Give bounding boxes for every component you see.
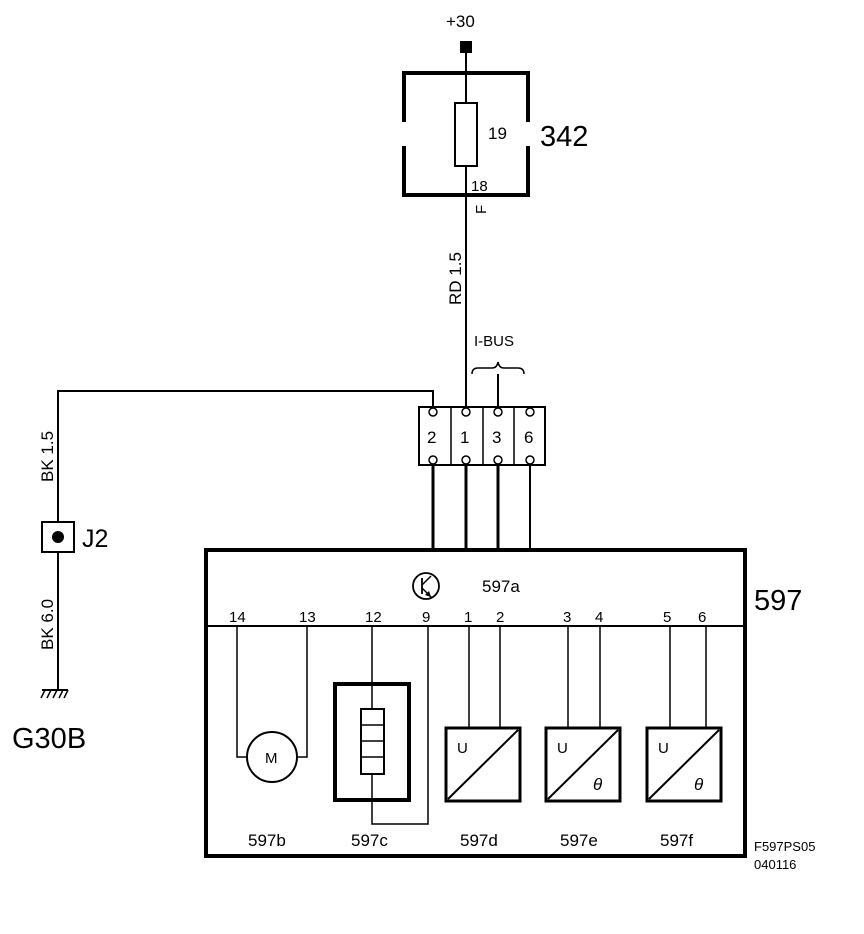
figure-code: F597PS05 [754,839,815,854]
sensor-597d: U [444,626,522,803]
component-label: 597b [248,831,286,850]
module-pin: 2 [496,609,504,626]
supply-terminal [460,41,472,53]
motor-597b: M [236,626,308,783]
component-label: 597f [660,831,693,850]
connector-pin: 6 [524,428,533,447]
sensor-597f: U θ [645,626,723,803]
theta-symbol: θ [694,775,704,794]
module-pin: 1 [464,609,472,626]
motor-icon [246,731,298,783]
sensor-597e: U θ [544,626,622,803]
component-label: 597c [351,831,388,850]
ground-ref: G30B [12,723,86,755]
module-pin: 6 [698,609,706,626]
sensor-u-symbol: U [658,740,669,757]
fuse-side-letter: F [473,205,490,214]
ground-symbol [40,689,69,699]
main-wire-spec: RD 1.5 [446,252,465,305]
fuse-pin-18: 18 [471,178,488,195]
fuse-element [454,102,478,167]
module-sub-top: 597a [482,577,520,596]
transistor-icon [412,572,440,600]
ibus-label: I-BUS [474,333,514,350]
ibus-brace [471,361,525,375]
fuse-box-ref: 342 [540,121,588,153]
module-ref: 597 [754,585,802,617]
theta-symbol: θ [593,775,603,794]
connector-pin: 1 [460,428,469,447]
module-pin: 13 [299,609,316,626]
module-pin: 5 [663,609,671,626]
module-pin: 3 [563,609,571,626]
motor-symbol: M [265,750,278,767]
component-label: 597e [560,831,598,850]
component-label: 597d [460,831,498,850]
module-pin: 12 [365,609,382,626]
module-pin: 4 [595,609,603,626]
junction-j2: J2 [41,521,108,553]
figure-date: 040116 [754,857,796,872]
ground-wire-spec-top: BK 1.5 [38,431,57,482]
supply-label: +30 [446,12,475,31]
fuse-box-342: 19 18 342 [402,71,588,197]
sensor-u-symbol: U [457,740,468,757]
connector: 2 1 3 6 [418,406,546,466]
fuse-pin-19: 19 [488,124,507,143]
connector-pin: 3 [492,428,501,447]
sensor-u-symbol: U [557,740,568,757]
ground-wire-upper [57,390,434,522]
module-pin: 14 [229,609,246,626]
junction-ref: J2 [82,525,108,553]
ground-wire-spec-bottom: BK 6.0 [38,599,57,650]
module-597-frame [204,548,747,858]
module-pin: 9 [422,609,430,626]
heater-597c [333,626,429,825]
connector-pin: 2 [427,428,436,447]
